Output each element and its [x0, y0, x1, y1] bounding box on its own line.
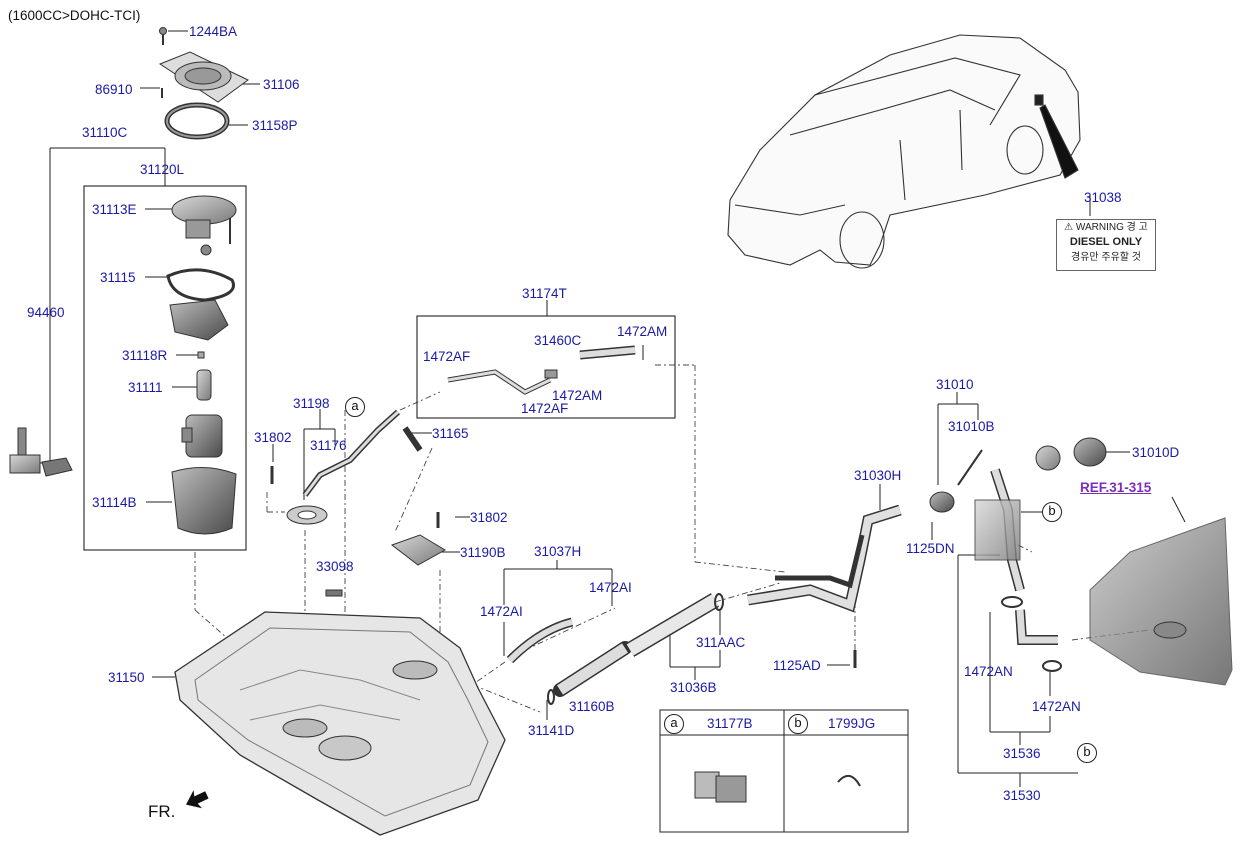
- pump-bracket: [169, 299, 229, 341]
- part-31036B[interactable]: 31036B: [670, 680, 717, 695]
- clip-part: [197, 351, 205, 359]
- warning-line-2: DIESEL ONLY: [1069, 236, 1143, 248]
- front-marker: FR.: [148, 802, 176, 821]
- legend-a-letter: a: [664, 714, 684, 734]
- legend-b-part[interactable]: 1799JG: [828, 716, 876, 731]
- part-31010D[interactable]: 31010D: [1132, 445, 1180, 460]
- part-86910[interactable]: 86910: [95, 82, 133, 97]
- part-31106[interactable]: 31106: [263, 77, 300, 92]
- part-31165[interactable]: 31165: [432, 426, 469, 441]
- gasket: [164, 102, 230, 140]
- pump-reservoir: [171, 466, 237, 535]
- breather-hose: [302, 409, 423, 497]
- fuel-tank: [174, 611, 506, 836]
- part-31120L[interactable]: 31120L: [140, 162, 185, 177]
- vapor-hoses: [447, 345, 636, 395]
- part-31118R[interactable]: 31118R: [122, 348, 168, 363]
- vapor-hose-box: [416, 315, 676, 419]
- part-31111[interactable]: 31111: [128, 380, 163, 395]
- part-31150[interactable]: 31150: [108, 670, 145, 685]
- fuel-filter: [196, 369, 212, 401]
- part-1125DN[interactable]: 1125DN: [906, 541, 955, 556]
- warning-label: ⚠ WARNING 경 고 DIESEL ONLY 경유만 주유할 것: [1056, 219, 1156, 271]
- leader-lines: [40, 30, 1186, 787]
- car-outline: [727, 34, 1081, 269]
- part-31141D[interactable]: 31141D: [528, 723, 575, 738]
- part-31536[interactable]: 31536: [1003, 746, 1041, 761]
- part-1472AN-b[interactable]: 1472AN: [1032, 699, 1081, 714]
- legend-a-part[interactable]: 31177B: [707, 716, 753, 731]
- part-31030H[interactable]: 31030H: [854, 468, 902, 483]
- part-1472AM-b[interactable]: 1472AM: [552, 388, 603, 403]
- part-1472AF-b[interactable]: 1472AF: [521, 401, 569, 416]
- part-311AAC[interactable]: 311AAC: [696, 635, 746, 650]
- part-31038[interactable]: 31038: [1084, 190, 1122, 205]
- filler-neck-hose: [506, 468, 1058, 697]
- o-ring: [166, 268, 235, 302]
- part-31802-a[interactable]: 31802: [254, 430, 292, 445]
- ref-tank: [1089, 517, 1233, 686]
- part-31115[interactable]: 31115: [100, 270, 136, 285]
- part-1472AN-a[interactable]: 1472AN: [964, 664, 1013, 679]
- bracket-31190B: [390, 534, 446, 566]
- callout-b-top: b: [1042, 502, 1062, 522]
- part-31190B[interactable]: 31190B: [460, 545, 506, 560]
- part-31530[interactable]: 31530: [1003, 788, 1041, 803]
- part-1472AI-a[interactable]: 1472AI: [480, 604, 523, 619]
- part-31113E[interactable]: 31113E: [92, 202, 137, 217]
- part-31037H[interactable]: 31037H: [534, 544, 582, 559]
- front-arrow-icon: [186, 790, 209, 809]
- engine-spec: (1600CC>DOHC-TCI): [8, 8, 141, 23]
- pump-module-box: [83, 185, 247, 551]
- fuel-pump: [181, 414, 223, 458]
- callout-a: a: [345, 397, 365, 417]
- part-94460[interactable]: 94460: [27, 305, 65, 320]
- ref-link[interactable]: REF.31-315: [1080, 480, 1152, 495]
- bolts: [270, 466, 857, 668]
- part-1472AF-a[interactable]: 1472AF: [423, 349, 471, 364]
- filler-bracket: [974, 499, 1021, 561]
- pump-flange: [171, 195, 237, 256]
- part-31010[interactable]: 31010: [936, 377, 974, 392]
- part-31802-b[interactable]: 31802: [470, 510, 508, 525]
- clamps: [547, 593, 1062, 787]
- part-31176[interactable]: 31176: [310, 438, 347, 453]
- part-31110C[interactable]: 31110C: [82, 125, 128, 140]
- legend-table: [659, 709, 909, 833]
- warning-line-1: ⚠ WARNING 경 고: [1064, 222, 1148, 233]
- callout-b-bottom: b: [1077, 743, 1097, 763]
- part-31158P[interactable]: 31158P: [252, 118, 298, 133]
- part-1244BA[interactable]: 1244BA: [189, 24, 238, 39]
- part-33098[interactable]: 33098: [316, 559, 354, 574]
- part-1472AM-a[interactable]: 1472AM: [617, 324, 668, 339]
- warning-line-3: 경유만 주유할 것: [1071, 252, 1141, 263]
- part-31114B[interactable]: 31114B: [92, 495, 137, 510]
- legend-b-letter: b: [788, 714, 808, 734]
- part-31010B[interactable]: 31010B: [948, 419, 995, 434]
- sender-unit: [9, 427, 73, 477]
- cover-plate: [158, 27, 249, 103]
- part-1125AD[interactable]: 1125AD: [773, 658, 821, 673]
- part-31198[interactable]: 31198: [293, 396, 330, 411]
- lock-ring: [286, 505, 328, 525]
- clip-31177b-icon: [694, 771, 747, 803]
- fuel-cap: [929, 437, 1107, 513]
- part-31174T[interactable]: 31174T: [522, 286, 567, 301]
- part-31160B[interactable]: 31160B: [569, 699, 615, 714]
- part-31460C[interactable]: 31460C: [534, 333, 582, 348]
- part-1472AI-b[interactable]: 1472AI: [589, 580, 632, 595]
